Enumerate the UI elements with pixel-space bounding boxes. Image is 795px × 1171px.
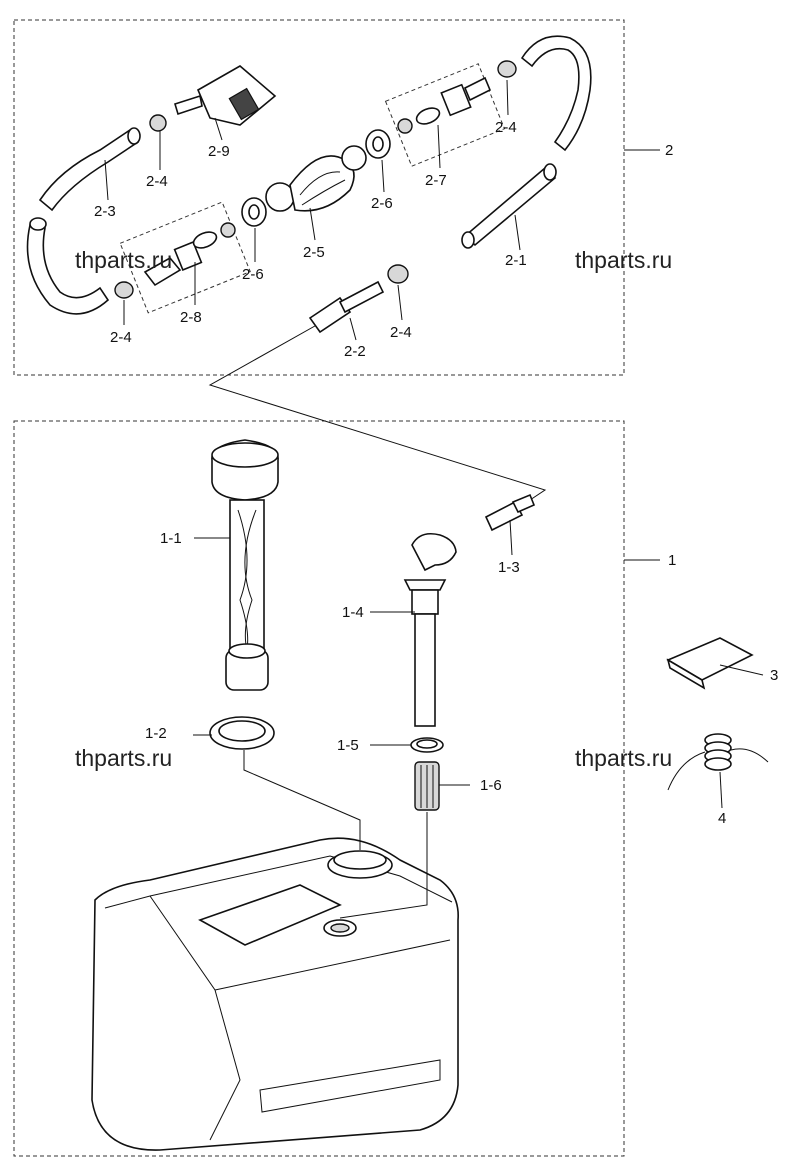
callout-2-5: 2-5 bbox=[303, 244, 325, 261]
clip-3 bbox=[666, 637, 754, 690]
pickup-tube-1-4 bbox=[403, 532, 457, 727]
callout-1-1: 1-1 bbox=[160, 530, 182, 547]
callout-2-4: 2-4 bbox=[495, 119, 517, 136]
callout-2-4: 2-4 bbox=[390, 324, 412, 341]
hose-2-3 bbox=[38, 127, 141, 212]
group-1-box bbox=[13, 420, 625, 1157]
callout-1-3: 1-3 bbox=[498, 559, 520, 576]
callout-2-4: 2-4 bbox=[110, 329, 132, 346]
primer-bulb-2-5 bbox=[265, 145, 367, 212]
callout-3: 3 bbox=[770, 667, 778, 684]
callout-1-4: 1-4 bbox=[342, 604, 364, 621]
fitting-2-2 bbox=[308, 280, 385, 334]
hose-lower-left bbox=[26, 217, 110, 315]
fuel-tank bbox=[91, 837, 459, 1151]
connector-2-7 bbox=[384, 63, 506, 167]
callout-1-2: 1-2 bbox=[145, 725, 167, 742]
gauge-1-1 bbox=[211, 439, 279, 691]
watermark-text: thparts.ru bbox=[575, 745, 672, 771]
callout-2: 2 bbox=[665, 142, 673, 159]
callout-2-7: 2-7 bbox=[425, 172, 447, 189]
callout-4: 4 bbox=[718, 810, 726, 827]
callout-1-6: 1-6 bbox=[480, 777, 502, 794]
callout-2-1: 2-1 bbox=[505, 252, 527, 269]
filter-1-6 bbox=[414, 761, 440, 811]
callout-2-2: 2-2 bbox=[344, 343, 366, 360]
group-1-leaders bbox=[193, 519, 764, 919]
callout-1-5: 1-5 bbox=[337, 737, 359, 754]
callout-2-6: 2-6 bbox=[371, 195, 393, 212]
grommet-2-4-bottom bbox=[387, 264, 409, 284]
watermarks: thparts.ru thparts.ru thparts.ru thparts… bbox=[75, 247, 672, 771]
group-2-leaders bbox=[104, 79, 521, 341]
callout-2-8: 2-8 bbox=[180, 309, 202, 326]
group-2-box bbox=[13, 19, 625, 376]
callout-2-6: 2-6 bbox=[242, 266, 264, 283]
callout-2-4: 2-4 bbox=[146, 173, 168, 190]
grommet-2-4-upper-left bbox=[149, 114, 167, 132]
connector-2-9 bbox=[174, 65, 277, 126]
grommet-2-4-top bbox=[497, 60, 517, 78]
callout-2-3: 2-3 bbox=[94, 203, 116, 220]
hose-2-1 bbox=[461, 35, 592, 249]
callout-labels: 2 2-9 2-4 2-3 2-7 2-6 2-4 2-5 2-6 2-1 2-… bbox=[94, 119, 778, 827]
callout-2-9: 2-9 bbox=[208, 143, 230, 160]
watermark-text: thparts.ru bbox=[75, 247, 172, 273]
watermark-text: thparts.ru bbox=[75, 745, 172, 771]
callout-1: 1 bbox=[668, 552, 676, 569]
watermark-text: thparts.ru bbox=[575, 247, 672, 273]
connector-line bbox=[208, 321, 547, 501]
grommet-2-4-left bbox=[114, 281, 134, 299]
spring-4 bbox=[667, 733, 769, 791]
fitting-1-3 bbox=[484, 493, 536, 532]
